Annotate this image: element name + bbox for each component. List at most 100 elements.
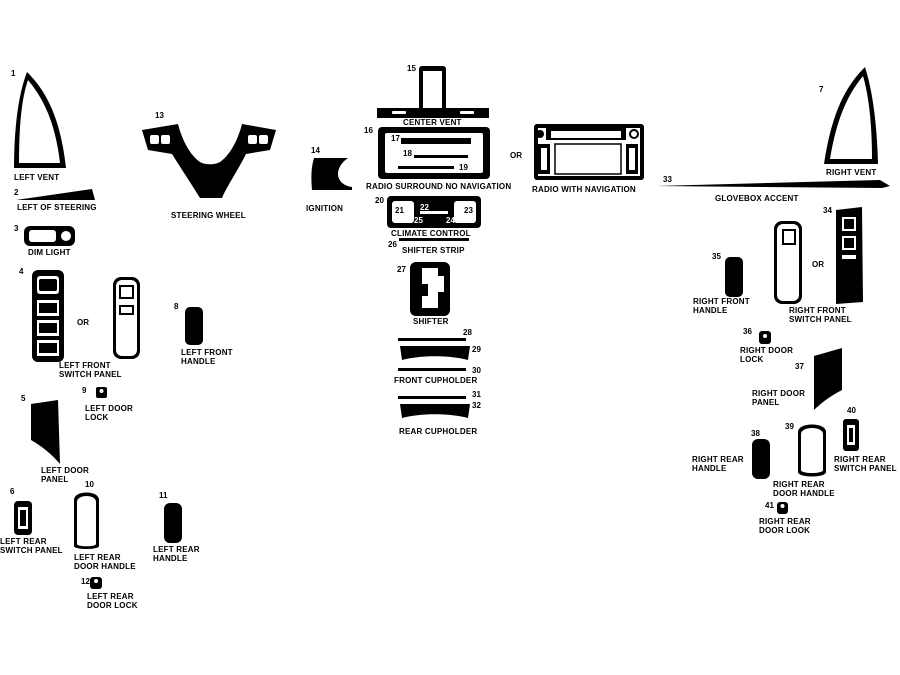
- right-door-lock-part: [759, 331, 771, 344]
- or-text-radio: OR: [510, 151, 522, 160]
- right-vent-part: [824, 67, 878, 164]
- part-41-label: RIGHT REAR DOOR LOOK: [759, 517, 811, 535]
- part-14-number: 14: [311, 146, 320, 155]
- part-39-number: 39: [785, 422, 794, 431]
- right-front-handle-part: [725, 257, 743, 297]
- right-front-switch-panel-alt-part: [836, 207, 863, 304]
- part-41-number: 41: [765, 501, 774, 510]
- part-31-number: 31: [472, 390, 481, 399]
- part-20-label: CLIMATE CONTROL: [391, 229, 471, 238]
- part-26-label: SHIFTER STRIP: [402, 246, 465, 255]
- part-11-label: LEFT REAR HANDLE: [153, 545, 200, 563]
- part-3-number: 3: [14, 224, 19, 233]
- part-4-number: 4: [19, 267, 24, 276]
- part-34-label: RIGHT FRONT SWITCH PANEL: [789, 306, 852, 324]
- part-37-label: RIGHT DOOR PANEL: [752, 389, 806, 407]
- radio-surround-part: [378, 127, 490, 179]
- part-27-number: 27: [397, 265, 406, 274]
- part-40-label: RIGHT REAR SWITCH PANEL: [834, 455, 897, 473]
- part-16-label: RADIO SURROUND NO NAVIGATION: [366, 182, 512, 191]
- center-vent-part: [377, 66, 489, 118]
- part-17-number: 17: [391, 134, 400, 143]
- part-13-number: 13: [155, 111, 164, 120]
- radio-with-navigation-part: [534, 124, 644, 180]
- part-5-number: 5: [21, 394, 26, 403]
- part-7-number: 7: [819, 85, 824, 94]
- shifter-part: [410, 262, 450, 316]
- part-10-label: LEFT REAR DOOR HANDLE: [74, 553, 136, 571]
- or-text-left-front-switch: OR: [77, 318, 89, 327]
- part-33-label: GLOVEBOX ACCENT: [715, 194, 799, 203]
- part-23-number: 23: [464, 206, 473, 215]
- part-32-label: REAR CUPHOLDER: [399, 427, 478, 436]
- part-38-label: RIGHT REAR HANDLE: [692, 455, 744, 473]
- part-12-label: LEFT REAR DOOR LOCK: [87, 592, 138, 610]
- part-39-label: RIGHT REAR DOOR HANDLE: [773, 480, 835, 498]
- left-rear-door-handle-part: [74, 492, 99, 549]
- part-33-number: 33: [663, 175, 672, 184]
- part-18-number: 18: [403, 149, 412, 158]
- part-40-number: 40: [847, 406, 856, 415]
- part-12-number: 12: [81, 577, 90, 586]
- right-rear-switch-panel-part: [843, 419, 859, 451]
- part-15-label: CENTER VENT: [403, 118, 462, 127]
- climate-control-part: [387, 196, 481, 228]
- part-35-number: 35: [712, 252, 721, 261]
- dim-light-part: [24, 226, 75, 246]
- part-11-number: 11: [159, 491, 168, 500]
- part-8-number: 8: [174, 302, 179, 311]
- part-4-label: LEFT FRONT SWITCH PANEL: [59, 361, 122, 379]
- part-9-number: 9: [82, 386, 87, 395]
- part-37-number: 37: [795, 362, 804, 371]
- part-24-number: 24: [446, 216, 455, 225]
- part-25-number: 25: [414, 216, 423, 225]
- left-rear-door-lock-part: [90, 577, 102, 589]
- left-of-steering-part: [16, 189, 95, 200]
- part-14-label: IGNITION: [306, 204, 344, 213]
- or-text-right-front-switch: OR: [812, 260, 824, 269]
- part-16-number: 16: [364, 126, 373, 135]
- part-2-label: LEFT OF STEERING: [17, 203, 97, 212]
- part-9-label: LEFT DOOR LOCK: [85, 404, 134, 422]
- part-28-number: 28: [463, 328, 472, 337]
- part-30-label: FRONT CUPHOLDER: [394, 376, 478, 385]
- part-6-number: 6: [10, 487, 15, 496]
- part-6-label: LEFT REAR SWITCH PANEL: [0, 537, 63, 555]
- rear-cupholder-part: [398, 396, 470, 418]
- part-35-label: RIGHT FRONT HANDLE: [693, 297, 750, 315]
- left-vent-part: [14, 72, 66, 168]
- front-cupholder-part: [398, 338, 470, 371]
- left-front-switch-panel-part: [32, 270, 64, 362]
- part-1-label: LEFT VENT: [14, 173, 60, 182]
- right-rear-door-handle-part: [798, 424, 826, 477]
- steering-wheel-part: [142, 124, 276, 198]
- right-front-switch-panel-part: [774, 221, 802, 304]
- part-30-number: 30: [472, 366, 481, 375]
- part-29-number: 29: [472, 345, 481, 354]
- left-front-handle-part: [185, 307, 203, 345]
- left-rear-switch-panel-part: [14, 501, 32, 535]
- part-7-label: RIGHT VENT: [826, 168, 877, 177]
- left-door-panel-part: [31, 400, 60, 464]
- part-38-number: 38: [751, 429, 760, 438]
- left-front-switch-panel-alt-part: [113, 277, 140, 359]
- part-13-label: STEERING WHEEL: [171, 211, 246, 220]
- part-32-number: 32: [472, 401, 481, 410]
- part-26-number: 26: [388, 240, 397, 249]
- part-36-number: 36: [743, 327, 752, 336]
- ignition-part: [311, 158, 352, 190]
- radio-with-navigation-label: RADIO WITH NAVIGATION: [532, 185, 636, 194]
- part-27-label: SHIFTER: [413, 317, 449, 326]
- part-3-label: DIM LIGHT: [28, 248, 71, 257]
- right-rear-handle-part: [752, 439, 770, 479]
- part-10-number: 10: [85, 480, 94, 489]
- part-1-number: 1: [11, 69, 16, 78]
- part-2-number: 2: [14, 188, 19, 197]
- part-36-label: RIGHT DOOR LOCK: [740, 346, 794, 364]
- part-22-number: 22: [420, 203, 429, 212]
- part-20-number: 20: [375, 196, 384, 205]
- part-15-number: 15: [407, 64, 416, 73]
- part-8-label: LEFT FRONT HANDLE: [181, 348, 233, 366]
